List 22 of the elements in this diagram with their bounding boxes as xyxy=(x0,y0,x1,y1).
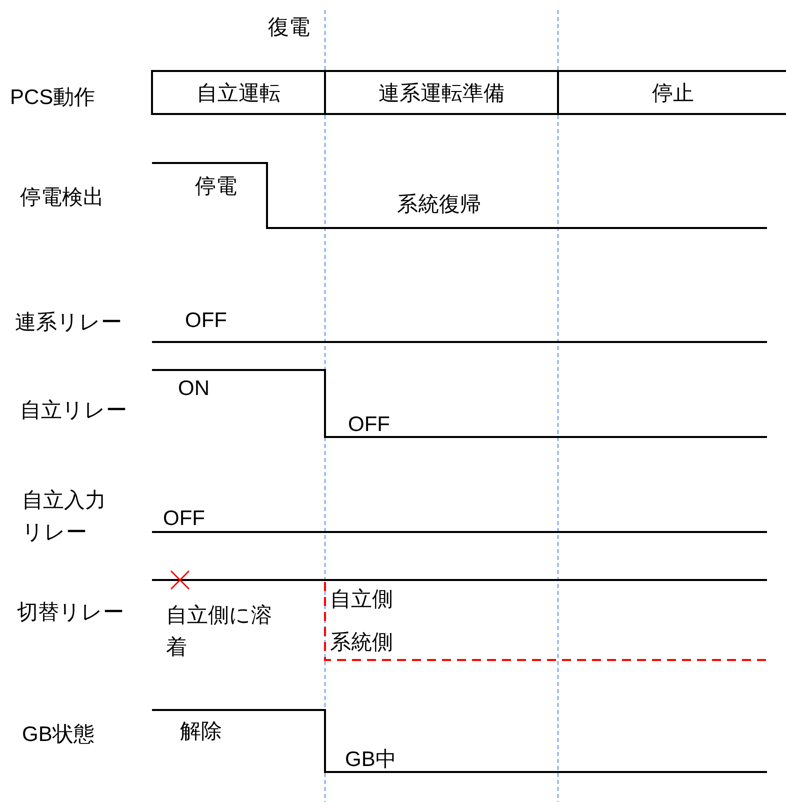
state-label: 系統側 xyxy=(330,630,393,655)
row-label: 切替リレー xyxy=(17,600,124,625)
row-label: 停電検出 xyxy=(20,185,104,210)
state-box: 停止 xyxy=(557,70,786,115)
row-label: 自立リレー xyxy=(20,398,127,423)
event-label: 復電 xyxy=(268,15,310,40)
state-label: 停電 xyxy=(195,174,237,199)
row-label: 連系リレー xyxy=(15,310,122,335)
state-label: 系統復帰 xyxy=(397,192,481,217)
state-label: 解除 xyxy=(180,719,222,744)
state-box: 連系運転準備 xyxy=(324,70,559,115)
row-label: 自立入力リレー xyxy=(22,488,107,546)
state-label: ON xyxy=(178,376,210,401)
state-label: 自立側 xyxy=(330,587,393,612)
state-label: OFF xyxy=(185,308,227,333)
state-label: GB中 xyxy=(345,747,396,772)
state-label: 自立側に溶着 xyxy=(166,603,273,661)
row-label: PCS動作 xyxy=(10,85,96,110)
state-label: OFF xyxy=(163,506,205,531)
state-box: 自立運転 xyxy=(151,70,326,115)
state-label: OFF xyxy=(348,412,390,437)
row-label: GB状態 xyxy=(22,722,94,747)
